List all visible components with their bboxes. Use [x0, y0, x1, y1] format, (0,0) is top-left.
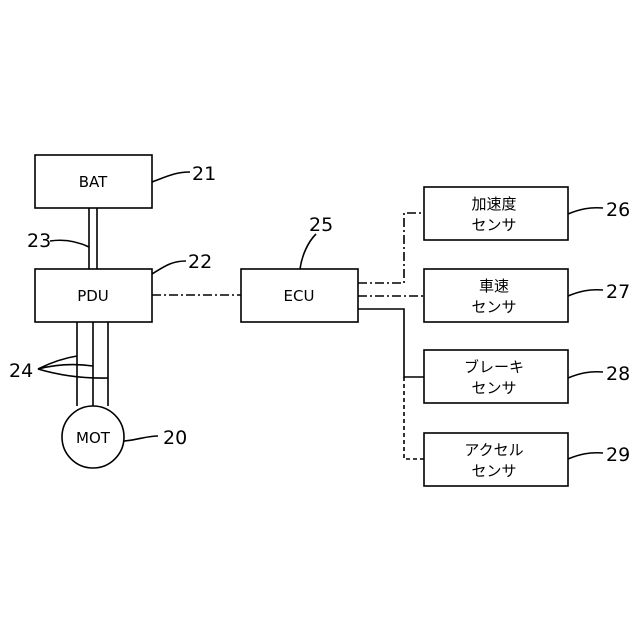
mot-leader-line [124, 436, 158, 441]
accelerator-sensor-label-line1: アクセル [464, 441, 523, 459]
ref-number-26: 26 [606, 199, 630, 221]
ref-number-25: 25 [309, 214, 333, 236]
ecu-label: ECU [284, 287, 315, 305]
brake-sensor-leader-line [568, 372, 603, 378]
ref-23-leader-line [50, 240, 89, 247]
bat-label: BAT [79, 173, 108, 191]
vehicle-speed-sensor-label-line1: 車速 [479, 277, 509, 295]
brake-sensor-label-line2: センサ [471, 379, 516, 397]
acceleration-sensor-leader-line [568, 208, 603, 214]
brake-sensor-label-line1: ブレーキ [464, 358, 524, 376]
mot-label: MOT [76, 429, 111, 447]
ref-number-22: 22 [188, 251, 212, 273]
ref-24-leader-3 [38, 369, 108, 378]
ecu-acceleration-sensor-line [358, 213, 424, 283]
accelerator-sensor-label-line2: センサ [471, 462, 516, 480]
ref-number-24: 24 [9, 360, 33, 382]
ref-number-29: 29 [606, 444, 630, 466]
pdu-leader-line [152, 261, 186, 274]
ref-number-27: 27 [606, 281, 630, 303]
ecu-leader-line [300, 234, 316, 269]
ecu-brake-sensor-line [358, 309, 424, 377]
ecu-accelerator-sensor-line [404, 377, 424, 459]
accelerator-sensor-leader-line [568, 453, 603, 459]
bat-leader-line [152, 172, 190, 182]
pdu-label: PDU [77, 287, 109, 305]
ref-number-28: 28 [606, 363, 630, 385]
acceleration-sensor-label-line1: 加速度 [471, 195, 516, 213]
vehicle-speed-sensor-leader-line [568, 290, 603, 296]
acceleration-sensor-label-line2: センサ [471, 216, 516, 234]
ref-number-20: 20 [163, 427, 187, 449]
ref-number-23: 23 [27, 230, 51, 252]
vehicle-speed-sensor-label-line2: センサ [471, 298, 516, 316]
ref-number-21: 21 [192, 163, 216, 185]
